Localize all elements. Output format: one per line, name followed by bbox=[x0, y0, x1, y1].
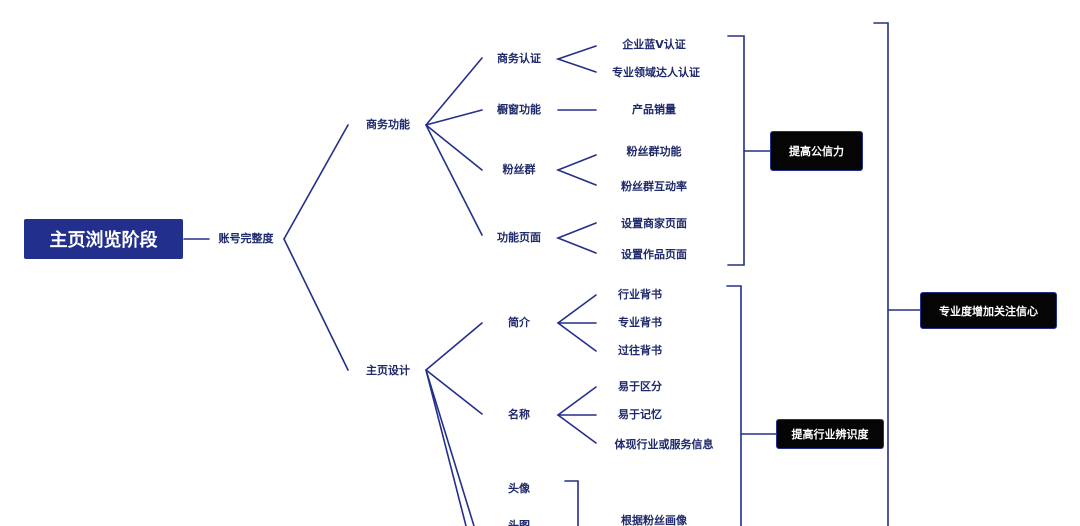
leaf-works-page[interactable]: 设置作品页面 bbox=[621, 248, 687, 261]
leaf-easy-distinguish[interactable]: 易于区分 bbox=[618, 380, 662, 393]
leaf-product-sales[interactable]: 产品销量 bbox=[632, 103, 676, 116]
leaf-past-endorsement[interactable]: 过往背书 bbox=[618, 344, 662, 357]
outcome-credibility[interactable]: 提高公信力 bbox=[770, 131, 863, 171]
leaf-professional-endorsement[interactable]: 专业背书 bbox=[618, 316, 662, 329]
leaf-industry-endorsement[interactable]: 行业背书 bbox=[618, 288, 662, 301]
node-introduction[interactable]: 简介 bbox=[508, 316, 530, 329]
leaf-fan-group-interaction[interactable]: 粉丝群互动率 bbox=[621, 180, 687, 193]
leaf-enterprise-blue-v[interactable]: 企业蓝V认证 bbox=[622, 38, 686, 51]
node-avatar[interactable]: 头像 bbox=[508, 482, 530, 495]
outcome-recognition[interactable]: 提高行业辨识度 bbox=[776, 419, 884, 449]
node-cover[interactable]: 头图 bbox=[508, 519, 530, 526]
node-business-certification[interactable]: 商务认证 bbox=[497, 52, 541, 65]
node-homepage-design[interactable]: 主页设计 bbox=[366, 364, 410, 377]
outcome-final[interactable]: 专业度增加关注信心 bbox=[920, 292, 1057, 329]
node-name[interactable]: 名称 bbox=[508, 408, 530, 421]
leaf-easy-remember[interactable]: 易于记忆 bbox=[618, 408, 662, 421]
node-function-page[interactable]: 功能页面 bbox=[497, 231, 541, 244]
node-business-functions[interactable]: 商务功能 bbox=[366, 118, 410, 131]
node-account-completeness[interactable]: 账号完整度 bbox=[218, 232, 274, 245]
node-fan-group[interactable]: 粉丝群 bbox=[502, 163, 536, 176]
leaf-fan-profile[interactable]: 根据粉丝画像 bbox=[621, 514, 687, 526]
leaf-expert-certification[interactable]: 专业领域达人认证 bbox=[612, 66, 700, 79]
node-showcase-function[interactable]: 橱窗功能 bbox=[497, 103, 541, 116]
root-node[interactable]: 主页浏览阶段 bbox=[24, 219, 183, 259]
leaf-merchant-page[interactable]: 设置商家页面 bbox=[621, 217, 687, 230]
leaf-fan-group-function[interactable]: 粉丝群功能 bbox=[626, 145, 682, 158]
leaf-reflect-industry[interactable]: 体现行业或服务信息 bbox=[614, 438, 714, 451]
